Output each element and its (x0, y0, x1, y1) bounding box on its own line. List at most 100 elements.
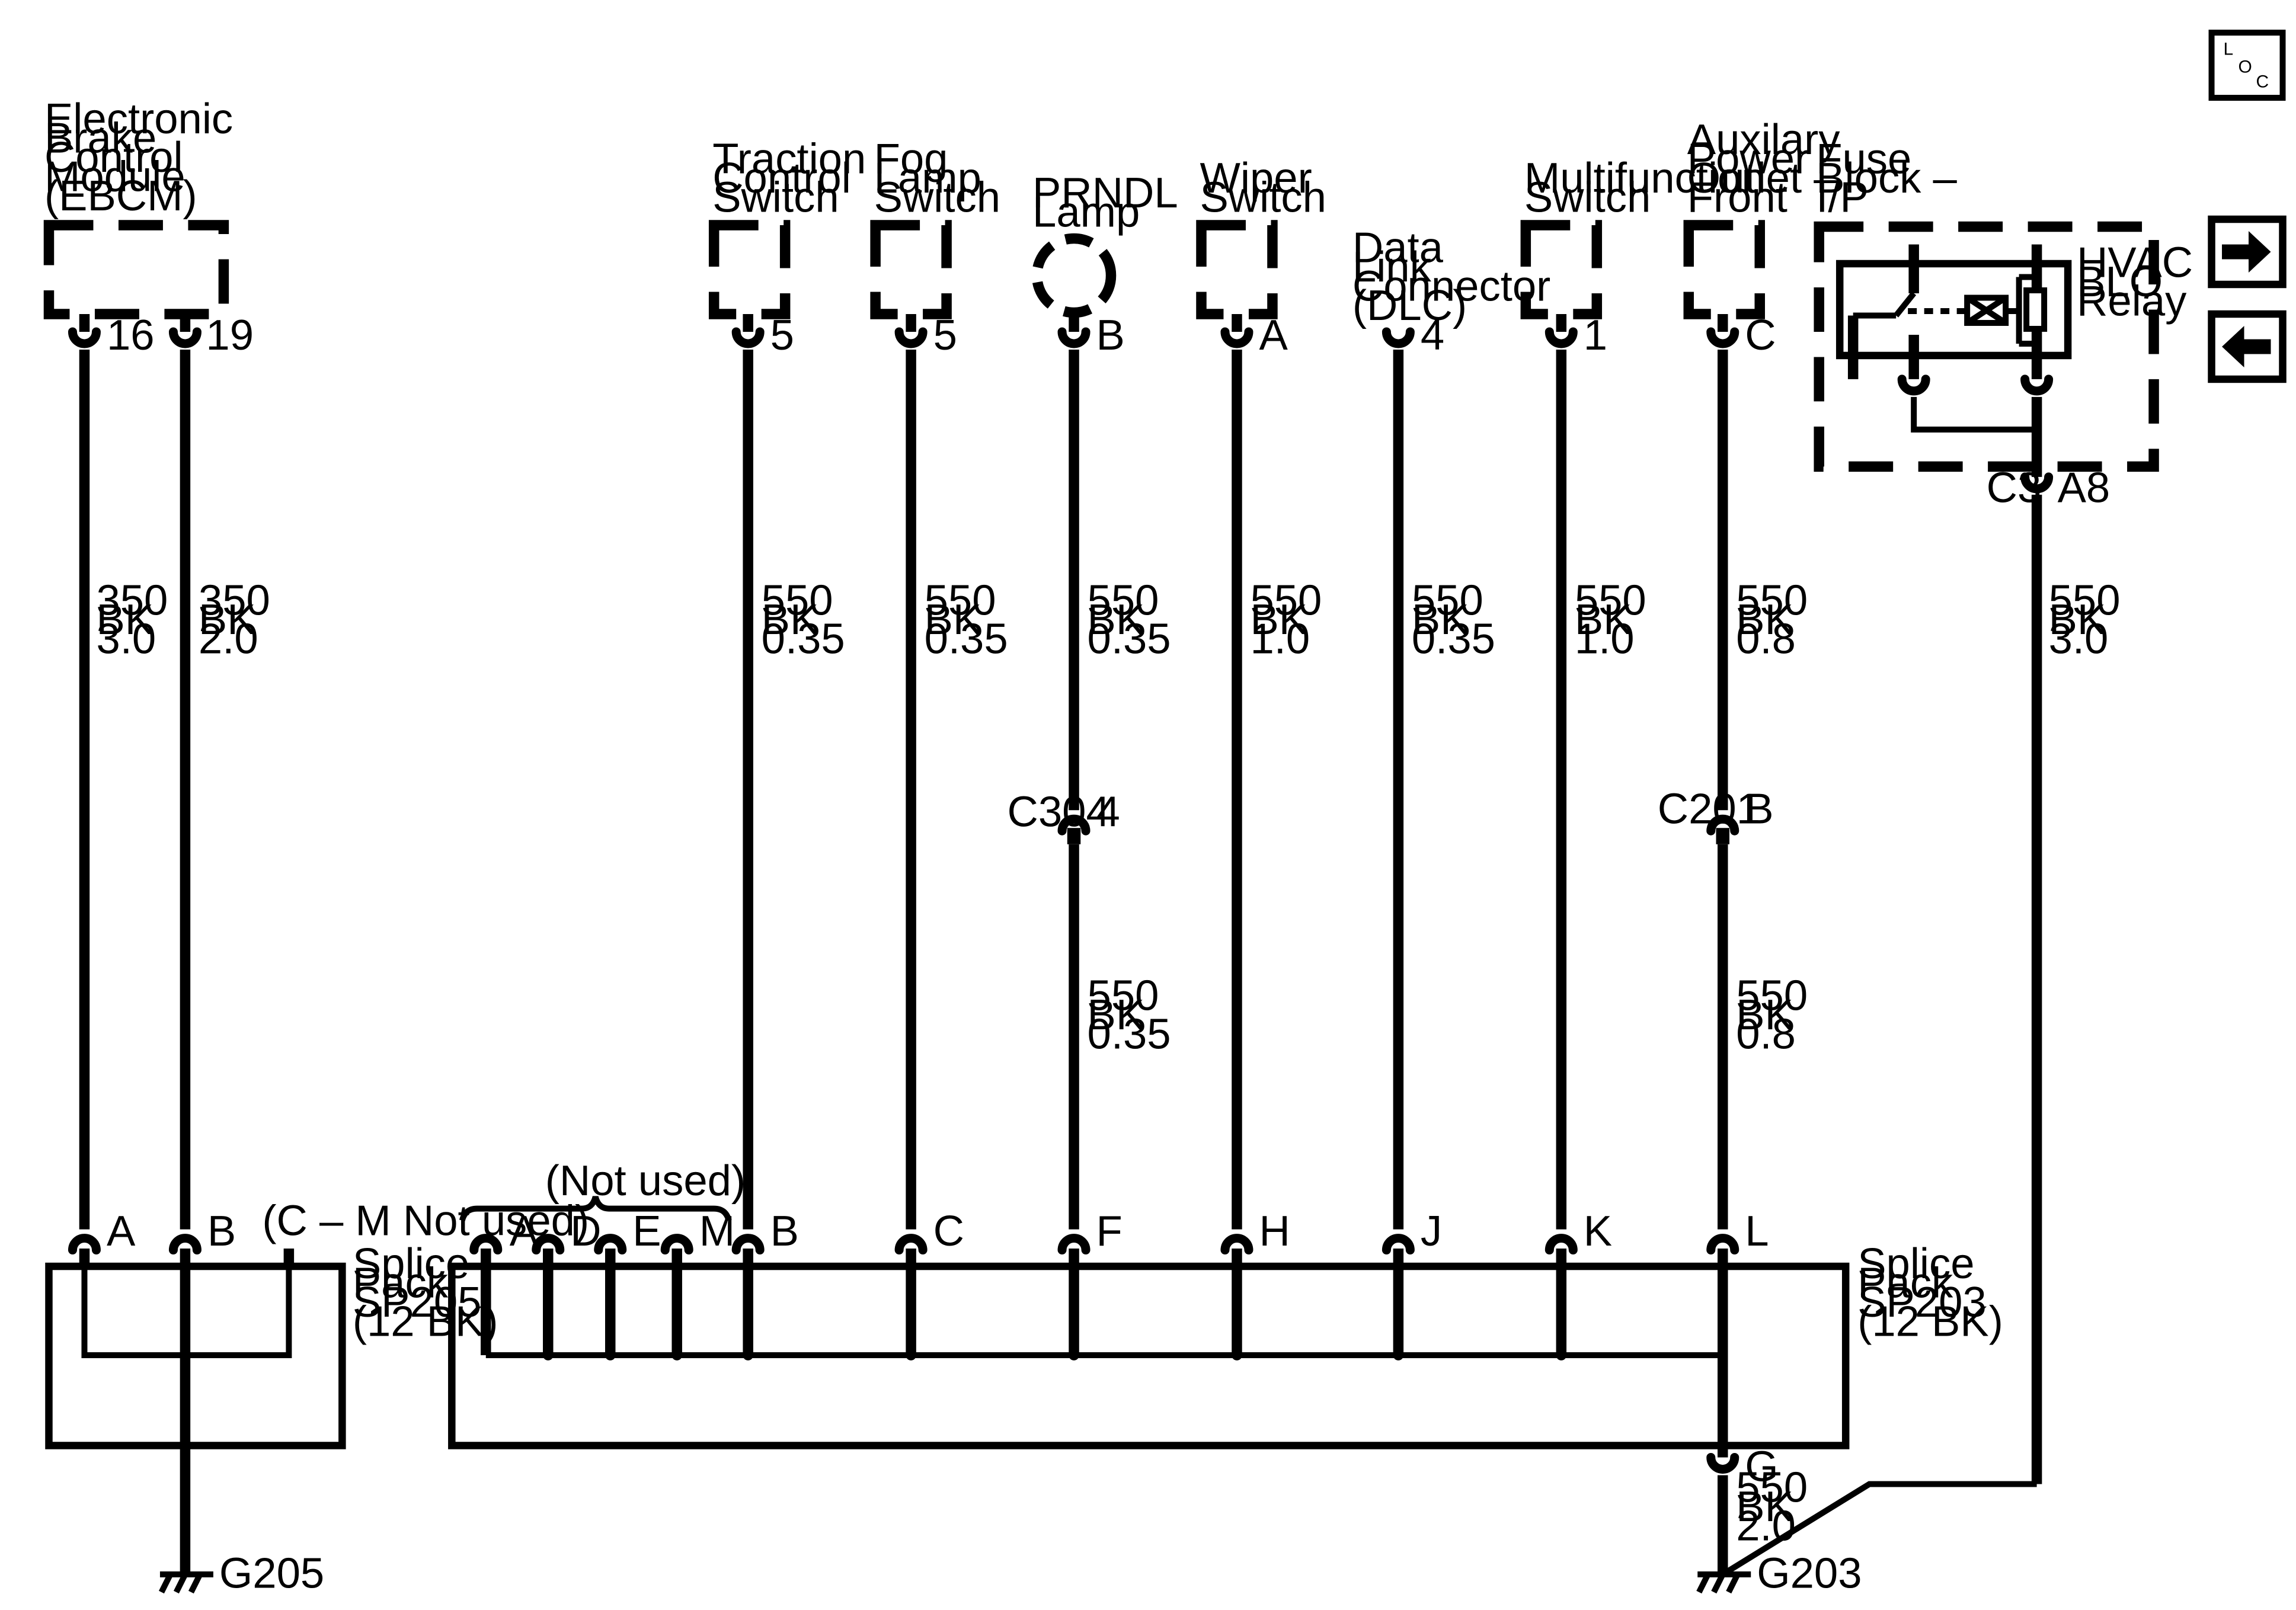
svg-text:550: 550 (1412, 576, 1483, 624)
aux-power-outlet (1683, 220, 1765, 319)
svg-text:0.35: 0.35 (1088, 614, 1171, 662)
splice-pack-sp203 (448, 1262, 1850, 1449)
location-icon[interactable]: L O C (2208, 30, 2286, 101)
mf-label: Multifunction Switch (1524, 154, 1766, 221)
c201-pin: B (1745, 785, 1773, 833)
splice-pack-sp205 (45, 1262, 346, 1449)
svg-text:BK: BK (1088, 596, 1145, 644)
dlc-pin: 4 (1421, 311, 1444, 359)
wire-label-w4: 550 BK 0.35 (925, 576, 1008, 662)
svg-text:550: 550 (1088, 576, 1159, 624)
svg-text:Lamp: Lamp (874, 154, 981, 202)
wire-label-w6: 550 BK 1.0 (1250, 576, 1322, 662)
svg-text:Pack: Pack (1857, 1259, 1953, 1307)
wire-label-w2: 350 BK 2.0 (199, 576, 270, 662)
svg-text:BK: BK (1250, 596, 1307, 644)
svg-text:1.0: 1.0 (1250, 614, 1310, 662)
sp205-pin-b: B (207, 1207, 236, 1255)
left-arrow-icon (2222, 325, 2271, 367)
sp203-pin-h: H (1259, 1207, 1290, 1255)
svg-text:350: 350 (199, 576, 270, 624)
svg-text:2.0: 2.0 (1736, 1502, 1796, 1550)
svg-text:Data: Data (1352, 223, 1444, 271)
ebcm-pin-19: 19 (206, 311, 254, 359)
back-nav-button[interactable] (2208, 310, 2287, 383)
svg-text:Power: Power (1687, 135, 1809, 183)
svg-text:Brake: Brake (44, 114, 156, 162)
sp203-pin-e: E (632, 1207, 661, 1255)
forward-nav-button[interactable] (2208, 215, 2287, 289)
c304-pin: 4 (1096, 788, 1120, 836)
svg-text:PRNDL: PRNDL (1032, 169, 1178, 217)
svg-text:0.35: 0.35 (925, 614, 1008, 662)
tcs-pin: 5 (770, 311, 794, 359)
svg-text:Fog: Fog (874, 135, 948, 183)
svg-text:Connector: Connector (1352, 262, 1550, 310)
svg-text:BK: BK (96, 596, 154, 644)
svg-text:550: 550 (762, 576, 833, 624)
apo-label: Auxilary Power Outlet – Front (1687, 116, 1841, 221)
sp203-pin-b: B (770, 1207, 799, 1255)
svg-text:Block –: Block – (1816, 154, 1957, 202)
svg-text:350: 350 (96, 576, 168, 624)
connector-c304-label: C304 (1008, 788, 1110, 836)
sp203-pin-m: M (699, 1207, 735, 1255)
apo-pin: C (1745, 311, 1776, 359)
svg-text:Splice: Splice (1857, 1240, 1974, 1288)
relay-switch-icon (1847, 244, 2048, 379)
wire-label-w7: 550 BK 0.35 (1412, 576, 1495, 662)
wire-label-w5: 550 BK 0.35 (1088, 576, 1171, 662)
mf-pin: 1 (1584, 311, 1607, 359)
sp203-not-used-label: (Not used) (545, 1157, 746, 1205)
wire-label-w5b: 550 BK 0.35 (1088, 972, 1171, 1058)
connector-c201-label: C201 (1658, 785, 1760, 833)
sp205-not-used-note: (C – M Not used) (262, 1197, 589, 1245)
ground-symbol (158, 1571, 213, 1594)
svg-text:2.0: 2.0 (199, 614, 258, 662)
svg-text:550: 550 (1736, 1463, 1808, 1511)
sp203-label: Splice Pack SP203 (12 BK) (1857, 1240, 2003, 1345)
svg-text:BK: BK (1575, 596, 1632, 644)
svg-text:BLO: BLO (2077, 258, 2163, 306)
svg-text:3.0: 3.0 (2049, 614, 2109, 662)
svg-text:550: 550 (1575, 576, 1646, 624)
svg-text:(DLC): (DLC) (1352, 281, 1467, 329)
wire-label-w9: 550 BK 0.8 (1736, 576, 1808, 662)
svg-text:(12 BK): (12 BK) (353, 1298, 498, 1346)
loc-letter-l: L (2224, 40, 2234, 59)
hvac-blo-relay (1835, 260, 2072, 360)
ground-g205-label: G205 (219, 1549, 324, 1597)
ebcm-module (43, 220, 229, 319)
svg-text:SP205: SP205 (353, 1278, 482, 1326)
wire-label-wg: 550 BK 2.0 (1736, 1463, 1808, 1550)
svg-text:0.35: 0.35 (1088, 1010, 1171, 1058)
svg-text:BK: BK (1736, 991, 1793, 1039)
dlc-label: Data Link Connector (DLC) (1352, 223, 1550, 329)
svg-text:0.35: 0.35 (1412, 614, 1495, 662)
ebcm-pin-16: 16 (107, 311, 155, 359)
svg-text:BK: BK (2049, 596, 2106, 644)
prndl-label: PRNDL Lamp (1032, 169, 1178, 236)
svg-text:Control: Control (44, 133, 183, 181)
svg-text:0.8: 0.8 (1736, 1010, 1796, 1058)
sp205-label: Splice Pack SP205 (12 BK) (353, 1240, 498, 1345)
svg-text:Multifunction: Multifunction (1524, 154, 1766, 202)
sp203-pin-g: G (1745, 1442, 1778, 1490)
svg-text:Switch: Switch (712, 174, 839, 222)
wire-label-w3: 550 BK 0.35 (762, 576, 845, 662)
svg-text:SP203: SP203 (1857, 1278, 1987, 1326)
svg-text:3.0: 3.0 (96, 614, 156, 662)
svg-text:Lamp: Lamp (1032, 188, 1140, 236)
svg-text:0.8: 0.8 (1736, 614, 1796, 662)
svg-text:Pack: Pack (353, 1259, 449, 1307)
loc-letter-c: C (2256, 72, 2269, 92)
fuse-block-ip (1814, 221, 2159, 472)
sp203-pin-j: J (1421, 1207, 1442, 1255)
sp203-pin-l: L (1745, 1207, 1769, 1255)
wire-label-w8: 550 BK 1.0 (1575, 576, 1646, 662)
wire-label-w1: 350 BK 3.0 (96, 576, 168, 662)
svg-text:Control: Control (712, 154, 851, 202)
svg-text:Switch: Switch (874, 174, 1000, 222)
fuse-pin-a8: A8 (2058, 463, 2110, 511)
svg-text:550: 550 (1250, 576, 1322, 624)
